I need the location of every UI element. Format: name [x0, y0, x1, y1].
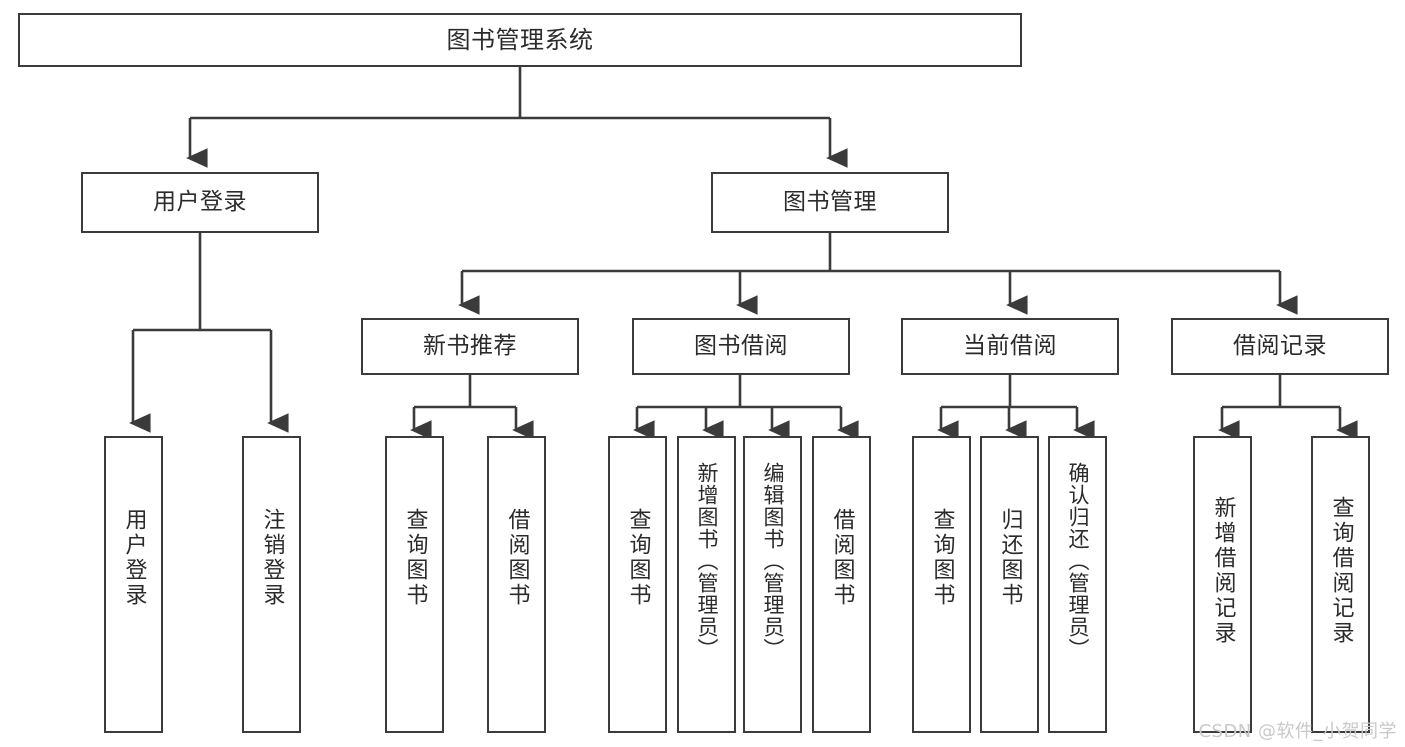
node-label: 查询图书 [625, 508, 651, 608]
node-label: 归还图书 [997, 508, 1023, 608]
node-new-book-recommend[interactable]: 新书推荐 [361, 318, 579, 375]
node-label: 用户登录 [153, 188, 247, 215]
node-label: 新增借阅记录 [1210, 496, 1236, 646]
leaf-edit-book-admin[interactable]: 编辑图书（管理员） [743, 436, 802, 733]
node-label: 当前借阅 [963, 332, 1057, 359]
leaf-borrow-book-borrow[interactable]: 借阅图书 [812, 436, 871, 733]
node-label: 借阅记录 [1233, 332, 1327, 359]
node-user-login[interactable]: 用户登录 [81, 172, 319, 233]
node-label: 用户登录 [121, 508, 147, 608]
node-label: 注销登录 [259, 508, 285, 608]
leaf-query-book-borrow[interactable]: 查询图书 [608, 436, 667, 733]
leaf-user-login[interactable]: 用户登录 [104, 436, 163, 733]
leaf-query-borrow-record[interactable]: 查询借阅记录 [1311, 436, 1370, 733]
node-label: 查询图书 [929, 508, 955, 608]
node-borrow-record[interactable]: 借阅记录 [1171, 318, 1389, 375]
node-label: 新书推荐 [423, 332, 517, 359]
node-label: 图书借阅 [694, 332, 788, 359]
leaf-return-book[interactable]: 归还图书 [980, 436, 1039, 733]
watermark-text: CSDN @软件_小贺同学 [1198, 721, 1397, 742]
node-label: 图书管理系统 [446, 25, 594, 54]
node-label: 借阅图书 [504, 508, 530, 608]
node-label: 查询图书 [402, 508, 428, 608]
leaf-query-book-recommend[interactable]: 查询图书 [385, 436, 444, 733]
leaf-borrow-book-recommend[interactable]: 借阅图书 [487, 436, 546, 733]
leaf-query-book-current[interactable]: 查询图书 [912, 436, 971, 733]
node-label: 查询借阅记录 [1328, 496, 1354, 646]
node-book-management-system[interactable]: 图书管理系统 [18, 13, 1022, 67]
leaf-confirm-return-admin[interactable]: 确认归还（管理员） [1048, 436, 1107, 733]
leaf-add-borrow-record[interactable]: 新增借阅记录 [1193, 436, 1252, 733]
node-label: 确认归还（管理员） [1066, 462, 1090, 660]
node-book-management[interactable]: 图书管理 [711, 172, 949, 233]
node-current-borrow[interactable]: 当前借阅 [901, 318, 1119, 375]
leaf-logout-login[interactable]: 注销登录 [242, 436, 301, 733]
node-label: 借阅图书 [829, 508, 855, 608]
node-label: 新增图书（管理员） [695, 462, 719, 660]
node-label: 图书管理 [783, 188, 877, 215]
node-book-borrow[interactable]: 图书借阅 [632, 318, 850, 375]
node-label: 编辑图书（管理员） [761, 462, 785, 660]
leaf-add-book-admin[interactable]: 新增图书（管理员） [677, 436, 736, 733]
